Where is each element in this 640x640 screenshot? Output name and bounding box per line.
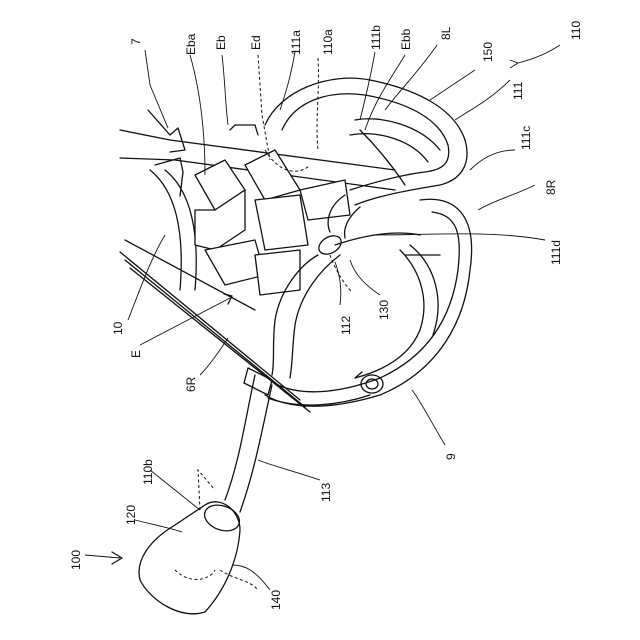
label-112: 112: [339, 316, 353, 335]
label-100: 100: [69, 550, 83, 570]
engine-E: [195, 125, 350, 295]
pipe-113: [225, 368, 272, 512]
pipe-9: [268, 395, 370, 405]
label-111a: 111a: [289, 30, 303, 55]
label-110: 110: [569, 21, 583, 40]
leader-lines: [85, 45, 560, 590]
label-130: 130: [377, 300, 391, 320]
label-Ed: Ed: [249, 35, 263, 50]
labels: 7 Eba Eb Ed 111a 110a 111b Ebb 8L 150 11…: [69, 21, 583, 610]
label-Eb: Eb: [214, 35, 228, 50]
label-7: 7: [129, 38, 143, 45]
label-8R: 8R: [544, 179, 558, 195]
label-110b: 110b: [141, 459, 155, 485]
label-110a: 110a: [321, 29, 335, 55]
label-111d: 111d: [549, 240, 563, 265]
label-10: 10: [111, 321, 125, 335]
label-9: 9: [444, 453, 458, 460]
muffler-120: [139, 470, 258, 614]
label-Eba: Eba: [184, 33, 198, 55]
label-111: 111: [511, 81, 525, 100]
label-113: 113: [319, 483, 333, 502]
label-8L: 8L: [439, 26, 453, 40]
label-111c: 111c: [519, 126, 533, 150]
label-E: E: [129, 350, 143, 358]
label-150: 150: [481, 42, 495, 62]
label-140: 140: [269, 590, 283, 610]
label-111b: 111b: [369, 25, 383, 50]
label-Ebb: Ebb: [399, 28, 413, 50]
label-120: 120: [124, 505, 138, 525]
label-6R: 6R: [184, 376, 198, 392]
